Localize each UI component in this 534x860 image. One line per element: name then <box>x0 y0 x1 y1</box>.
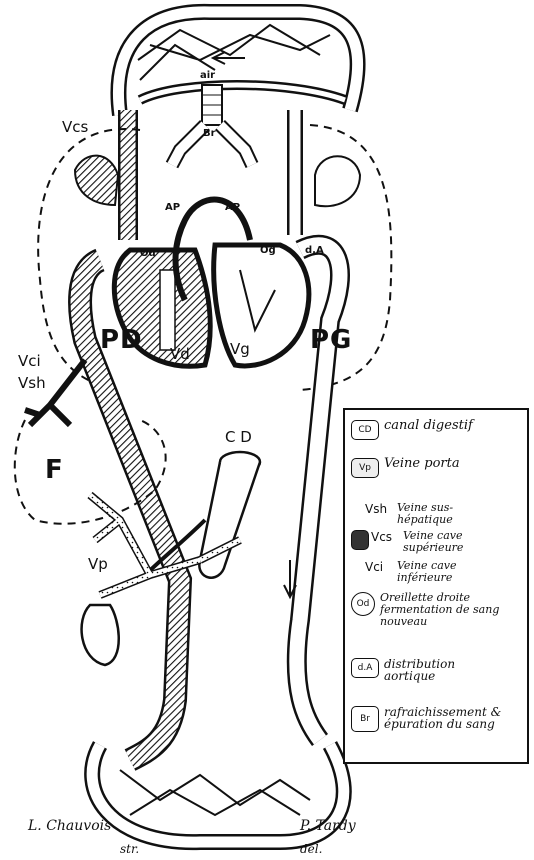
label-ap-right: AP <box>225 202 240 213</box>
label-vg: Vg <box>230 340 250 358</box>
legend-swatch: d.A <box>351 658 379 678</box>
legend-item: Br rafraichissement & épuration du sang <box>351 706 523 732</box>
label-od: Od <box>140 248 156 259</box>
legend-swatch: Br <box>351 706 379 732</box>
label-air: air <box>200 70 215 81</box>
label-ap-left: AP <box>165 202 180 213</box>
label-vci: Vci <box>18 352 41 370</box>
legend-text: canal digestif <box>384 420 473 432</box>
legend-item: Vp Veine porta <box>351 458 523 478</box>
legend-abbr: Vcs <box>371 530 397 544</box>
label-vp: Vp <box>88 555 108 573</box>
legend-text: Oreillette droite fermentation de sang n… <box>380 592 510 628</box>
legend-text: Veine cave inférieure <box>397 560 479 584</box>
label-da-top: d.A <box>305 245 324 256</box>
pulmonary-capillary-loop <box>118 12 357 115</box>
legend-swatch: CD <box>351 420 379 440</box>
legend-item: CD canal digestif <box>351 420 523 440</box>
lobe-left <box>75 156 118 205</box>
legend-swatch: Od <box>351 592 375 616</box>
legend: CD canal digestif Vp Veine porta Vsh Vei… <box>343 408 529 764</box>
spleen <box>82 605 119 665</box>
legend-item: Vcs Veine cave supérieure <box>351 530 523 554</box>
heart-left <box>214 245 309 366</box>
label-vcs: Vcs <box>62 118 88 136</box>
trachea-bronchi <box>172 85 252 165</box>
legend-text: Veine sus-hépatique <box>397 502 479 526</box>
legend-item: Od Oreillette droite fermentation de san… <box>351 592 523 628</box>
label-f: F <box>45 455 64 485</box>
legend-item: Vsh Veine sus-hépatique <box>351 502 523 526</box>
legend-swatch-hatched <box>351 530 369 550</box>
legend-item: d.A distribution aortique <box>351 658 523 682</box>
lobe-right <box>315 156 360 206</box>
legend-swatch: Vp <box>351 458 379 478</box>
legend-text: Veine porta <box>384 458 460 470</box>
legend-item: Vci Veine cave inférieure <box>351 560 523 584</box>
legend-text: rafraichissement & épuration du sang <box>384 706 514 730</box>
legend-text: Veine cave supérieure <box>403 530 485 554</box>
label-vsh: Vsh <box>18 374 46 392</box>
label-cd: C D <box>225 428 252 446</box>
label-pd: PD <box>100 325 143 355</box>
legend-abbr: Vci <box>365 560 391 574</box>
legend-text: distribution aortique <box>384 658 504 682</box>
credit-left-name: L. Chauvois <box>28 818 111 834</box>
credit-right-role: del. <box>300 842 322 856</box>
credit-right-name: P. Tardy <box>300 818 356 834</box>
label-pg: PG <box>310 325 352 355</box>
label-og: Og <box>260 245 276 256</box>
credit-left-role: str. <box>120 842 139 856</box>
legend-abbr: Vsh <box>365 502 391 516</box>
label-br: Br <box>203 128 216 139</box>
label-vd: Vd <box>170 345 190 363</box>
